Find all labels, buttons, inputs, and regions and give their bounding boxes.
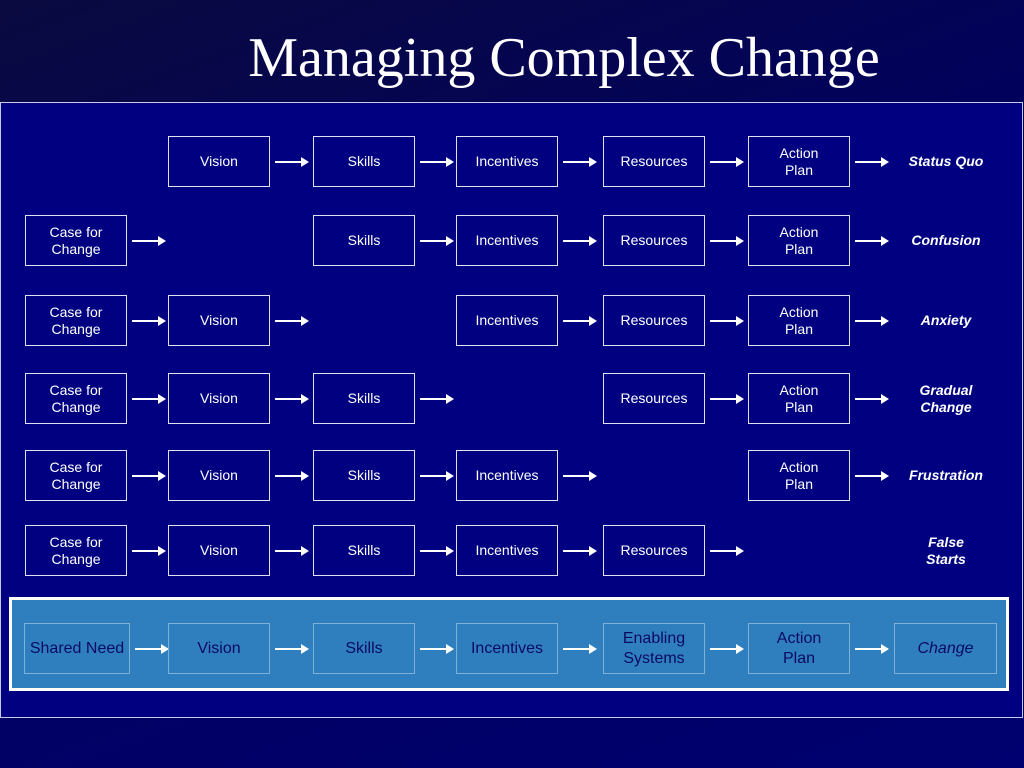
- box-vision: Vision: [168, 295, 270, 346]
- arrow-right-icon: [420, 471, 454, 481]
- arrow-right-icon: [855, 471, 889, 481]
- outcome-label: Confusion: [911, 232, 981, 248]
- shared-box-skills: Skills: [313, 623, 415, 674]
- box-action-plan: Action Plan: [748, 373, 850, 424]
- outcome-label: Status Quo: [908, 153, 984, 169]
- arrow-right-icon: [710, 157, 744, 167]
- outcome-label: Anxiety: [920, 312, 972, 328]
- box-resources: Resources: [603, 136, 705, 187]
- arrow-right-icon: [855, 157, 889, 167]
- arrow-right-icon: [563, 471, 597, 481]
- box-case-for-change: Case for Change: [25, 295, 127, 346]
- arrow-right-icon: [275, 471, 309, 481]
- box-action-plan: Action Plan: [748, 295, 850, 346]
- box-resources: Resources: [603, 215, 705, 266]
- arrow-right-icon: [710, 644, 744, 654]
- arrow-right-icon: [275, 157, 309, 167]
- shared-box-vision: Vision: [168, 623, 270, 674]
- arrow-right-icon: [710, 394, 744, 404]
- box-action-plan: Action Plan: [748, 215, 850, 266]
- arrow-right-icon: [855, 394, 889, 404]
- outcome-label: False Starts: [926, 533, 966, 567]
- arrow-right-icon: [563, 644, 597, 654]
- box-resources: Resources: [603, 525, 705, 576]
- arrow-right-icon: [563, 236, 597, 246]
- arrow-right-icon: [710, 236, 744, 246]
- arrow-right-icon: [420, 236, 454, 246]
- arrow-right-icon: [855, 644, 889, 654]
- arrow-right-icon: [132, 316, 166, 326]
- box-incentives: Incentives: [456, 295, 558, 346]
- box-vision: Vision: [168, 136, 270, 187]
- arrow-right-icon: [275, 394, 309, 404]
- box-case-for-change: Case for Change: [25, 525, 127, 576]
- box-incentives: Incentives: [456, 450, 558, 501]
- box-action-plan: Action Plan: [748, 450, 850, 501]
- slide-title: Managing Complex Change: [248, 27, 880, 89]
- arrow-right-icon: [132, 394, 166, 404]
- shared-box-action-plan: Action Plan: [748, 623, 850, 674]
- box-action-plan: Action Plan: [748, 136, 850, 187]
- arrow-right-icon: [132, 546, 166, 556]
- arrow-right-icon: [420, 394, 454, 404]
- arrow-right-icon: [275, 316, 309, 326]
- arrow-right-icon: [563, 316, 597, 326]
- box-skills: Skills: [313, 136, 415, 187]
- arrow-right-icon: [563, 546, 597, 556]
- box-incentives: Incentives: [456, 525, 558, 576]
- box-skills: Skills: [313, 525, 415, 576]
- arrow-right-icon: [420, 157, 454, 167]
- arrow-right-icon: [420, 546, 454, 556]
- box-skills: Skills: [313, 215, 415, 266]
- box-resources: Resources: [603, 295, 705, 346]
- arrow-right-icon: [710, 546, 744, 556]
- box-resources: Resources: [603, 373, 705, 424]
- shared-box-incentives: Incentives: [456, 623, 558, 674]
- arrow-right-icon: [855, 236, 889, 246]
- outcome-label: Frustration: [909, 467, 983, 483]
- arrow-right-icon: [132, 471, 166, 481]
- arrow-right-icon: [855, 316, 889, 326]
- box-skills: Skills: [313, 373, 415, 424]
- arrow-right-icon: [275, 644, 309, 654]
- box-vision: Vision: [168, 525, 270, 576]
- box-case-for-change: Case for Change: [25, 215, 127, 266]
- box-vision: Vision: [168, 373, 270, 424]
- shared-box-shared-need: Shared Need: [24, 623, 130, 674]
- box-case-for-change: Case for Change: [25, 450, 127, 501]
- shared-box-resources: Enabling Systems: [603, 623, 705, 674]
- arrow-right-icon: [135, 644, 169, 654]
- box-skills: Skills: [313, 450, 415, 501]
- arrow-right-icon: [563, 157, 597, 167]
- arrow-right-icon: [132, 236, 166, 246]
- arrow-right-icon: [710, 316, 744, 326]
- arrow-right-icon: [275, 546, 309, 556]
- arrow-right-icon: [420, 644, 454, 654]
- shared-row-highlight: [9, 597, 1009, 691]
- outcome-label: Gradual Change: [919, 381, 973, 415]
- box-case-for-change: Case for Change: [25, 373, 127, 424]
- box-incentives: Incentives: [456, 136, 558, 187]
- box-incentives: Incentives: [456, 215, 558, 266]
- shared-outcome-change: Change: [894, 623, 997, 674]
- box-vision: Vision: [168, 450, 270, 501]
